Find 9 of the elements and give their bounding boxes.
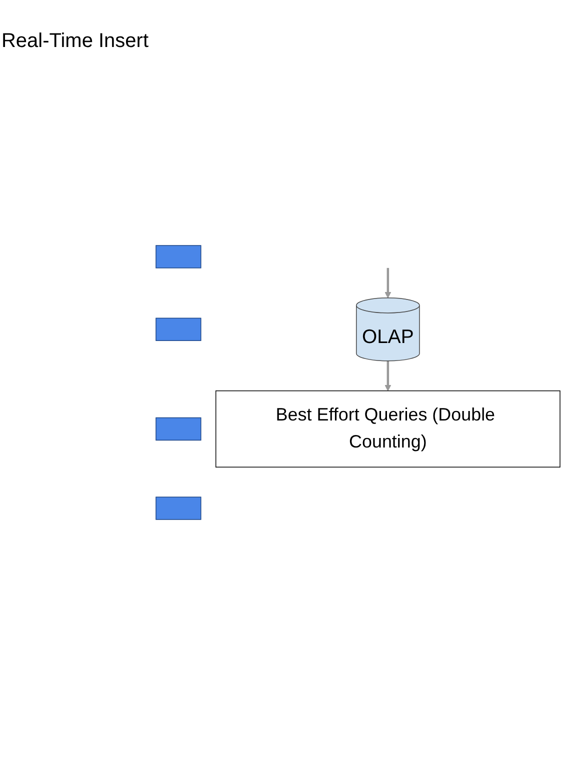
node-box bbox=[156, 318, 202, 341]
flowchart: OLAP Best Effort Queries (Double Counting) bbox=[150, 0, 566, 765]
arrow bbox=[384, 268, 392, 298]
node-box bbox=[215, 390, 560, 468]
node-box bbox=[156, 245, 202, 268]
arrow bbox=[384, 360, 392, 392]
insert-label: Real-Time Insert bbox=[0, 30, 150, 53]
node-box bbox=[156, 496, 202, 520]
node-box bbox=[156, 417, 202, 441]
